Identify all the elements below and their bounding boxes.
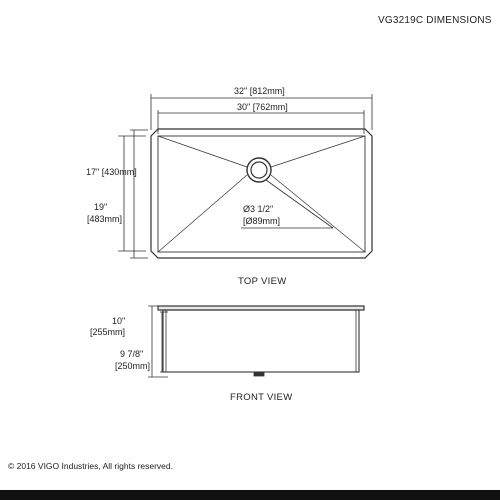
front-dimension-lines — [148, 305, 168, 378]
overall-depth-inch-label: 19" — [94, 202, 108, 212]
width-dimension-lines — [150, 94, 373, 134]
front-height-mm-label: [255mm] — [90, 327, 126, 337]
overall-depth-mm-label: [483mm] — [87, 214, 123, 224]
front-view-body — [157, 305, 365, 377]
drain — [246, 157, 272, 183]
drain-diameter-mm-label: [Ø89mm] — [243, 216, 281, 226]
inner-width-label: 30" [762mm] — [237, 102, 288, 112]
copyright-text: © 2016 VIGO Industries, All rights reser… — [8, 461, 174, 471]
front-view-label: FRONT VIEW — [230, 392, 293, 403]
diagram-title: VG3219C DIMENSIONS — [378, 15, 492, 26]
top-view-label: TOP VIEW — [238, 276, 287, 287]
bowl-depth-mm-label: [250mm] — [115, 361, 151, 371]
front-height-inch-label: 10" — [112, 316, 126, 326]
drain-diameter-inch-label: Ø3 1/2" — [243, 204, 274, 214]
bowl-depth-inch-label: 9 7/8" — [120, 349, 144, 359]
sink-inner-basin — [157, 135, 366, 253]
footer-bar — [0, 490, 500, 500]
basin-slope-lines — [157, 135, 366, 253]
inner-depth-label: 17" [430mm] — [86, 167, 137, 177]
depth-dimension-lines — [118, 129, 148, 259]
sink-outer-rim — [150, 128, 373, 259]
overall-width-label: 32" [812mm] — [234, 86, 285, 96]
